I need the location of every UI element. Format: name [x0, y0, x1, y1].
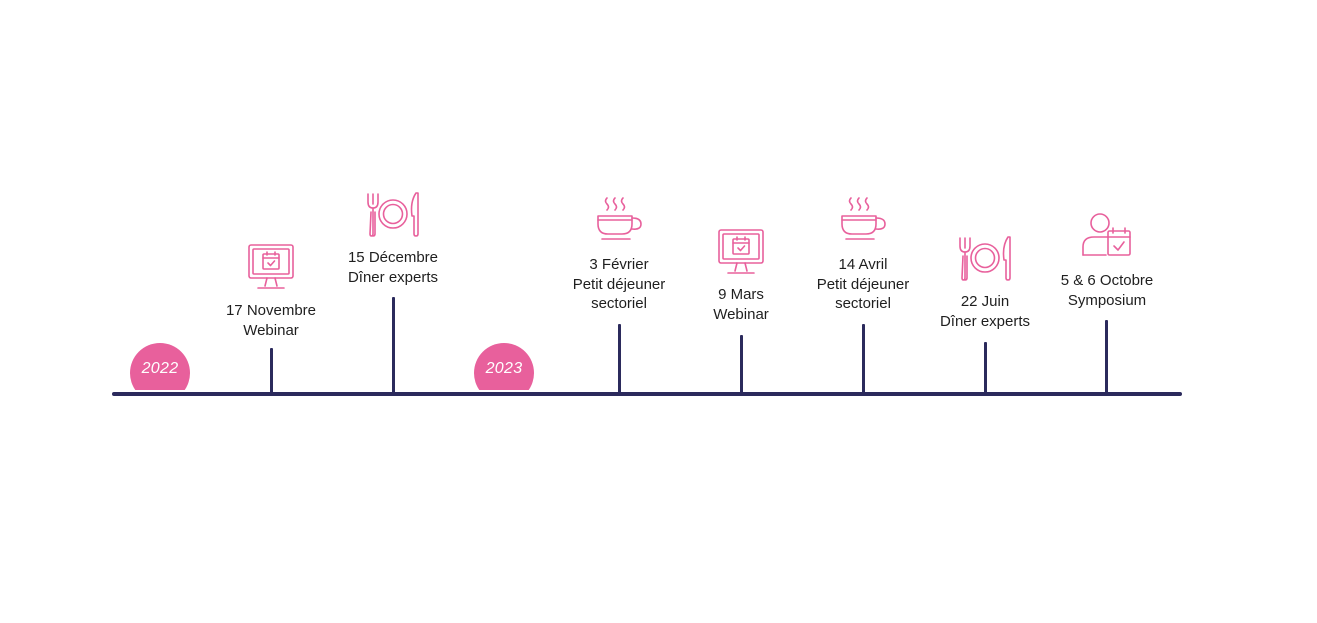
event-label: 9 Mars Webinar: [671, 285, 811, 324]
event-title-line-2: sectoriel: [835, 295, 891, 312]
event-tick: [862, 324, 865, 393]
event-tick: [984, 342, 987, 393]
event-title: Webinar: [243, 321, 299, 339]
year-badge-2022: 2022: [130, 343, 190, 390]
timeline-axis: [112, 392, 1182, 396]
coffee-cup-icon: [594, 194, 644, 244]
event-label: 15 Décembre Dîner experts: [323, 248, 463, 287]
event-tick: [740, 335, 743, 393]
event-label: 17 Novembre Webinar: [201, 301, 341, 340]
event-date: 5 & 6 Octobre: [1060, 272, 1154, 289]
event-title: Dîner experts: [939, 312, 1031, 330]
event-tick: [270, 348, 273, 393]
event-label: 5 & 6 Octobre Symposium: [1037, 271, 1177, 310]
year-label: 2022: [141, 360, 179, 377]
fork-plate-knife-icon: [363, 190, 423, 240]
event-date: 15 Décembre: [347, 249, 439, 266]
event-date: 22 Juin: [960, 293, 1010, 310]
event-date: 14 Avril: [838, 256, 888, 273]
event-date: 17 Novembre: [225, 302, 317, 319]
event-title: Webinar: [713, 305, 769, 323]
event-title: Petit déjeuner: [816, 275, 910, 293]
event-label: 3 Février Petit déjeuner sectoriel: [549, 255, 689, 314]
person-calendar-icon: [1080, 211, 1134, 261]
event-tick: [618, 324, 621, 393]
monitor-calendar-icon: [244, 243, 298, 293]
year-label: 2023: [485, 360, 523, 377]
fork-plate-knife-icon: [955, 234, 1015, 284]
event-title-line-2: sectoriel: [591, 295, 647, 312]
monitor-calendar-icon: [714, 228, 768, 278]
event-date: 3 Février: [589, 256, 649, 273]
event-title: Petit déjeuner: [572, 275, 666, 293]
event-title: Symposium: [1067, 291, 1147, 309]
event-title: Dîner experts: [347, 268, 439, 286]
year-badge-2023: 2023: [474, 343, 534, 390]
event-label: 14 Avril Petit déjeuner sectoriel: [793, 255, 933, 314]
coffee-cup-icon: [838, 194, 888, 244]
event-tick: [392, 297, 395, 393]
event-date: 9 Mars: [718, 286, 764, 303]
event-tick: [1105, 320, 1108, 393]
event-label: 22 Juin Dîner experts: [915, 292, 1055, 331]
